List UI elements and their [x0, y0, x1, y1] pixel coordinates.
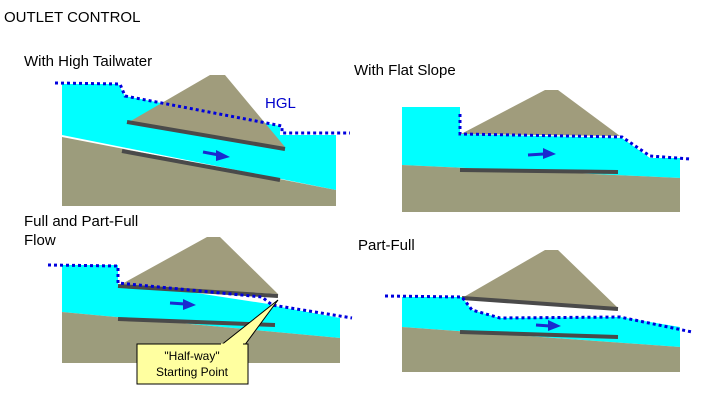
embankment — [120, 237, 278, 294]
flow-arrow — [202, 150, 230, 161]
callout-line2: Starting Point — [156, 365, 229, 379]
flow-arrow — [535, 320, 561, 331]
embankment — [462, 250, 618, 308]
soil-ground — [62, 312, 340, 363]
air-pocket — [463, 299, 618, 318]
panel-full-part-full: Full and Part-Full Flow "Half-way" Start… — [24, 213, 353, 385]
hgl-line — [54, 81, 350, 135]
culvert-pipe-bottom — [121, 149, 281, 182]
panel-heading-flat-slope: With Flat Slope — [354, 62, 456, 79]
hgl-label: HGL — [265, 95, 296, 112]
diagram-title: OUTLET CONTROL — [4, 9, 140, 26]
panel-heading-full-part-full-line2: Flow — [24, 232, 56, 249]
soil-ground — [402, 327, 680, 372]
hgl-line — [384, 294, 693, 334]
embankment — [129, 75, 285, 147]
culvert-pipe-bottom — [459, 330, 619, 339]
hgl-line — [458, 114, 691, 161]
panel-heading-full-part-full-line1: Full and Part-Full — [24, 213, 138, 230]
culvert-pipe-top — [461, 296, 619, 311]
panel-heading-part-full: Part-Full — [358, 237, 415, 254]
water-body — [402, 107, 680, 178]
callout-box — [136, 343, 249, 385]
flow-arrow — [527, 148, 556, 159]
culvert-pipe-bottom — [459, 168, 619, 174]
soil-ground — [402, 165, 680, 212]
panel-high-tailwater: With High Tailwater HGL — [24, 53, 350, 206]
callout-line1: "Half-way" — [164, 349, 219, 363]
panel-part-full: Part-Full — [358, 237, 693, 372]
water-body — [62, 265, 340, 338]
hgl-line — [47, 263, 353, 320]
culvert-pipe-top — [126, 120, 286, 151]
culvert-pipe-top — [117, 284, 279, 298]
panel-heading-high-tailwater: With High Tailwater — [24, 53, 152, 70]
embankment — [461, 90, 620, 136]
water-body — [62, 84, 336, 190]
panel-flat-slope: With Flat Slope — [354, 62, 691, 212]
flow-arrow — [169, 299, 196, 310]
